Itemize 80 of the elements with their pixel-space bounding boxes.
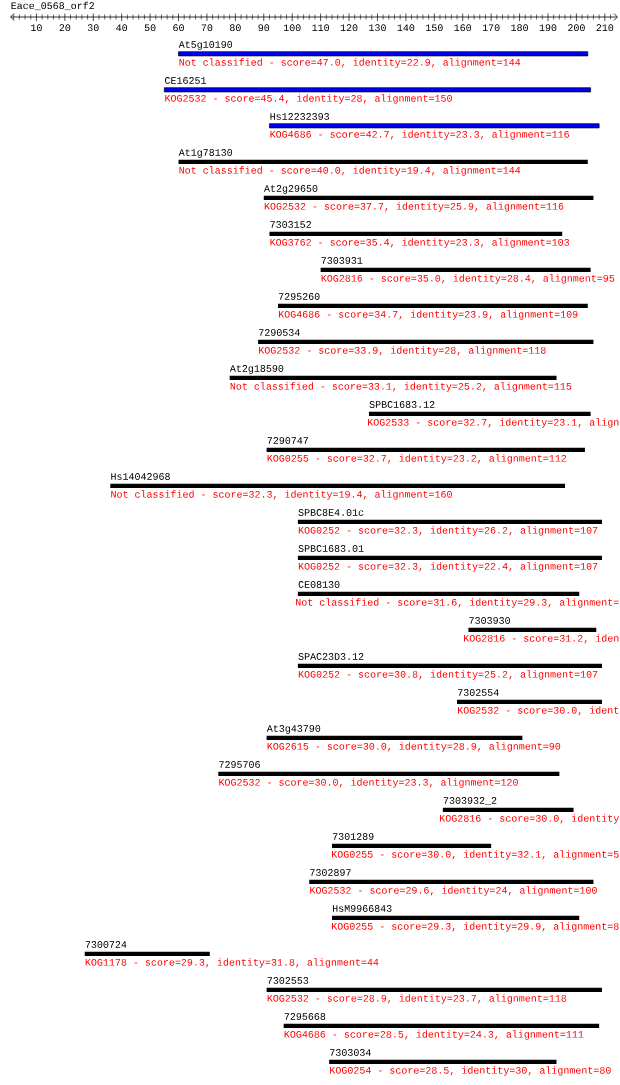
hit-name: 7301289 <box>332 833 374 840</box>
hit-description: KOG0255 - score=29.3, identity=29.9, alignment=8 <box>332 922 619 932</box>
hit-description: KOG1178 - score=29.3, identity=31.8, alignment=44 <box>85 958 379 968</box>
tick-label: 10 <box>31 24 42 32</box>
tick-label: 80 <box>230 24 241 32</box>
hit-description: KOG0252 - score=32.3, identity=22.4, alignment=107 <box>298 562 598 572</box>
hit-name: SPBC8E4.01c <box>298 509 364 516</box>
hit-description: KOG0252 - score=30.8, identity=25.2, alignment=107 <box>298 670 598 680</box>
hit-name: 7295260 <box>278 293 320 300</box>
hit-description: KOG2532 - score=30.0, ident <box>458 706 619 716</box>
hit-description: KOG0254 - score=28.5, identity=30, alignment=80 <box>330 1066 611 1076</box>
hit-name: SPBC1683.01 <box>298 545 364 552</box>
tick-label: 170 <box>482 24 500 32</box>
tick-label: 90 <box>258 24 270 32</box>
hit-description: KOG0255 - score=30.0, identity=32.1, alignment=5 <box>332 850 619 860</box>
tick-label: 160 <box>454 24 472 32</box>
hit-name: 7303034 <box>330 1049 371 1056</box>
hit-name: SPAC23D3.12 <box>298 653 364 660</box>
hit-name: 7290534 <box>259 329 300 336</box>
hit-name: At3g43790 <box>266 725 321 734</box>
hit-description: KOG2533 - score=32.7, identity=23.1, align <box>368 418 619 428</box>
hit-name: CE08130 <box>298 581 340 588</box>
hit-name: 7300724 <box>85 941 127 948</box>
tick-label: 190 <box>539 24 557 32</box>
tick-label: 130 <box>369 24 386 32</box>
hit-name: 7303932_2 <box>443 797 497 805</box>
hit-description: Not classified - score=32.3, identity=19.4, alignment=160 <box>111 490 452 500</box>
tick-label: 70 <box>201 24 213 32</box>
tick-label: 110 <box>312 24 329 32</box>
hit-name: CE16251 <box>165 77 207 84</box>
hit-description: KOG2816 - score=31.2, iden <box>464 634 619 644</box>
hit-description: KOG4686 - score=42.7, identity=23.3, alignment=116 <box>270 130 569 140</box>
tick-label: 100 <box>283 24 301 32</box>
hit-description: KOG0255 - score=32.7, identity=23.2, alignment=112 <box>267 454 567 464</box>
hit-description: Not classified - score=31.6, identity=29.3, alignment= <box>296 598 619 608</box>
hit-name: 7302897 <box>310 869 351 876</box>
hit-description: KOG2532 - score=28.9, identity=23.7, alignment=118 <box>267 994 567 1004</box>
tick-label: 20 <box>59 24 71 32</box>
hit-name: At2g18590 <box>229 365 284 374</box>
tick-label: 140 <box>397 24 415 32</box>
hit-description: KOG2816 - score=30.0, identity <box>440 814 619 824</box>
tick-label: 150 <box>426 24 443 32</box>
hit-description: Not classified - score=47.0, identity=22.9, alignment=144 <box>179 58 521 68</box>
hit-description: KOG4686 - score=34.7, identity=23.9, alignment=109 <box>278 310 578 320</box>
hit-description: Not classified - score=40.0, identity=19.4, alignment=144 <box>179 166 521 176</box>
hit-description: KOG2532 - score=33.9, identity=28, alignment=118 <box>259 346 546 356</box>
hit-name: 7295706 <box>219 761 260 768</box>
tick-label: 30 <box>87 24 99 32</box>
hit-description: KOG0252 - score=32.3, identity=26.2, alignment=107 <box>298 526 598 536</box>
tick-label: 40 <box>116 24 128 32</box>
hit-name: SPBC1683.12 <box>369 401 435 408</box>
hit-description: KOG2615 - score=30.0, identity=28.9, alignment=90 <box>267 742 561 752</box>
hit-name: 7302554 <box>458 689 499 696</box>
title: Eace_0568_orf2 <box>11 1 94 11</box>
tick-label: 60 <box>173 24 184 32</box>
hit-name: HsM9966843 <box>332 905 392 912</box>
tick-label: 120 <box>340 24 358 32</box>
hit-name: 7303930 <box>469 617 510 624</box>
hit-name: 7303152 <box>270 221 311 228</box>
hit-description: KOG3762 - score=35.4, identity=23.3, alignment=103 <box>270 238 569 248</box>
hit-name: Hs12232393 <box>270 113 329 120</box>
hit-name: 7303931 <box>321 257 363 264</box>
hit-name: 7290747 <box>267 437 309 444</box>
hit-name: At2g29650 <box>264 185 318 194</box>
tick-label: 210 <box>596 24 614 32</box>
hit-name: 7295668 <box>284 1013 326 1020</box>
hit-description: KOG2816 - score=35.0, identity=28.4, alignment=95 <box>321 274 615 284</box>
hit-name: 7302553 <box>267 977 309 984</box>
hit-name: Hs14042968 <box>111 473 170 480</box>
hit-description: KOG2532 - score=29.6, identity=24, alignment=100 <box>310 886 597 896</box>
hit-name: At5g10190 <box>178 41 233 50</box>
hit-description: KOG4686 - score=28.5, identity=24.3, alignment=111 <box>284 1030 584 1040</box>
hit-description: KOG2532 - score=30.0, identity=23.3, alignment=120 <box>219 778 518 788</box>
hit-description: KOG2532 - score=37.7, identity=25.9, alignment=116 <box>264 202 564 212</box>
hit-description: KOG2532 - score=45.4, identity=28, alignment=150 <box>165 94 452 104</box>
tick-label: 180 <box>511 24 528 32</box>
tick-label: 200 <box>568 24 585 32</box>
tick-label: 50 <box>144 24 156 32</box>
hit-name: At1g78130 <box>178 149 233 158</box>
hit-description: Not classified - score=33.1, identity=25.2, alignment=115 <box>230 382 572 392</box>
